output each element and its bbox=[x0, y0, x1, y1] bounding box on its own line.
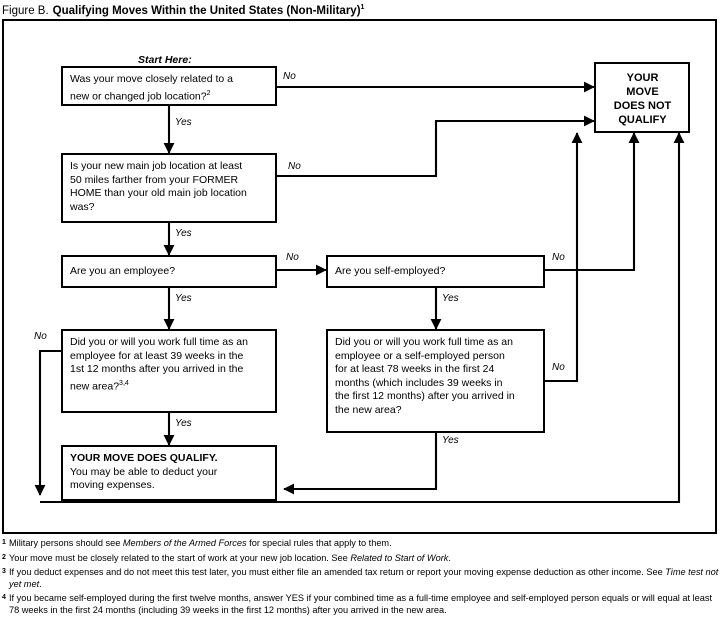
node-line: months (which includes 39 weeks in bbox=[335, 376, 503, 389]
node-line: Is your new main job location at least bbox=[70, 160, 243, 172]
node-line: employee or a self-employed person bbox=[335, 349, 505, 362]
footnote-mark: 2 bbox=[2, 553, 6, 561]
footnote-text-post: for special rules that apply to them. bbox=[246, 538, 392, 548]
node-line: the first 12 months) after you arrived i… bbox=[335, 390, 515, 403]
node-line: DOES NOT bbox=[613, 100, 672, 112]
footnote-text: If you became self-employed during the f… bbox=[9, 593, 713, 615]
node-line: Are you self-employed? bbox=[335, 265, 446, 277]
figure-title-superscript: 1 bbox=[360, 4, 365, 11]
node-are-you-self-employed: Are you self-employed? bbox=[326, 255, 545, 288]
node-line: Was your move closely related to a bbox=[70, 73, 234, 85]
node-was-move-related: Was your move closely related to a new o… bbox=[61, 66, 277, 106]
node-line: employee for at least 39 weeks in the bbox=[70, 349, 244, 362]
edge-q4-no bbox=[545, 132, 640, 272]
edge-label-q1-yes: Yes bbox=[175, 117, 192, 128]
figure-title-label: Figure B. bbox=[2, 4, 49, 17]
start-here-label: Start Here: bbox=[138, 54, 192, 66]
node-line: HOME than your old main job location bbox=[70, 187, 247, 200]
figure-title: Figure B.Qualifying Moves Within the Uni… bbox=[2, 1, 364, 18]
flowchart-frame: Start Here: Was your move closely relate… bbox=[2, 19, 717, 534]
edge-q2-no bbox=[277, 115, 595, 178]
footnote-text-post: . bbox=[448, 552, 451, 563]
footnote-text-post: . bbox=[39, 578, 42, 589]
figure-title-text: Qualifying Moves Within the United State… bbox=[52, 4, 361, 17]
node-line: Did you or will you work full time as an bbox=[335, 336, 513, 348]
edge-label-q5-no: No bbox=[34, 331, 47, 342]
flowchart-connectors bbox=[34, 81, 685, 504]
edge-q6-no bbox=[545, 132, 583, 383]
node-line: 50 miles farther from your FORMER bbox=[70, 173, 239, 186]
footnote-mark: 1 bbox=[2, 539, 6, 546]
edge-label-q2-no: No bbox=[288, 161, 301, 172]
node-self-employed-78-weeks-test: Did you or will you work full time as an… bbox=[326, 329, 545, 433]
footnote-italic: Related to Start of Work bbox=[350, 552, 449, 563]
node-superscript: 3,4 bbox=[119, 379, 129, 387]
footnote-text: If you deduct expenses and do not meet t… bbox=[9, 567, 666, 578]
node-superscript: 2 bbox=[206, 89, 211, 97]
edge-label-q3-yes: Yes bbox=[175, 293, 192, 304]
edge-q6-yes bbox=[283, 433, 438, 495]
edge-label-q6-yes: Yes bbox=[442, 435, 459, 446]
node-move-does-not-qualify: YOUR MOVE DOES NOT QUALIFY bbox=[594, 62, 690, 133]
edge-label-q4-yes: Yes bbox=[442, 293, 459, 304]
node-employee-39-weeks-test: Did you or will you work full time as an… bbox=[61, 329, 277, 413]
footnote-italic: Members of the Armed Forces bbox=[122, 538, 247, 548]
node-line: moving expenses. bbox=[70, 479, 155, 492]
edge-label-q3-no: No bbox=[286, 252, 299, 263]
footnote-text: Your move must be closely related to the… bbox=[9, 552, 351, 563]
node-fifty-miles-farther: Is your new main job location at least 5… bbox=[61, 153, 277, 223]
footnote-text: Military persons should see bbox=[9, 538, 123, 548]
edge-q5-no bbox=[34, 349, 61, 496]
node-line: new or changed job location?2 bbox=[70, 87, 269, 104]
edge-label-q4-no: No bbox=[552, 252, 565, 263]
node-line: MOVE bbox=[626, 86, 659, 98]
node-line: for at least 78 weeks in the first 24 bbox=[335, 363, 495, 376]
node-line: the new area? bbox=[335, 403, 402, 416]
node-line: new area?3,4 bbox=[70, 377, 269, 394]
footnote-mark: 4 bbox=[2, 594, 6, 602]
node-line-text: new area? bbox=[70, 380, 120, 393]
node-line: 1st 12 months after you arrived in the bbox=[70, 363, 244, 376]
node-are-you-an-employee: Are you an employee? bbox=[61, 255, 277, 288]
node-line: YOUR bbox=[626, 72, 659, 84]
node-line-text: new or changed job location? bbox=[70, 90, 207, 103]
footnote-italic: Time test not yet met bbox=[9, 567, 719, 589]
edge-bottom-rail bbox=[40, 132, 685, 504]
node-line: Are you an employee? bbox=[70, 265, 176, 277]
node-line: Did you or will you work full time as an bbox=[70, 336, 248, 348]
edge-label-q6-no: No bbox=[552, 362, 565, 373]
node-line: QUALIFY bbox=[618, 114, 667, 126]
node-move-does-qualify: YOUR MOVE DOES QUALIFY. You may be able … bbox=[61, 445, 277, 501]
node-line: was? bbox=[70, 200, 95, 213]
node-line: You may be able to deduct your bbox=[70, 465, 218, 478]
edge-label-q1-no: No bbox=[283, 71, 296, 82]
edge-label-q5-yes: Yes bbox=[175, 418, 192, 429]
node-heading: YOUR MOVE DOES QUALIFY. bbox=[70, 452, 218, 464]
edge-label-q2-yes: Yes bbox=[175, 228, 192, 239]
footnote-mark: 3 bbox=[2, 568, 6, 576]
